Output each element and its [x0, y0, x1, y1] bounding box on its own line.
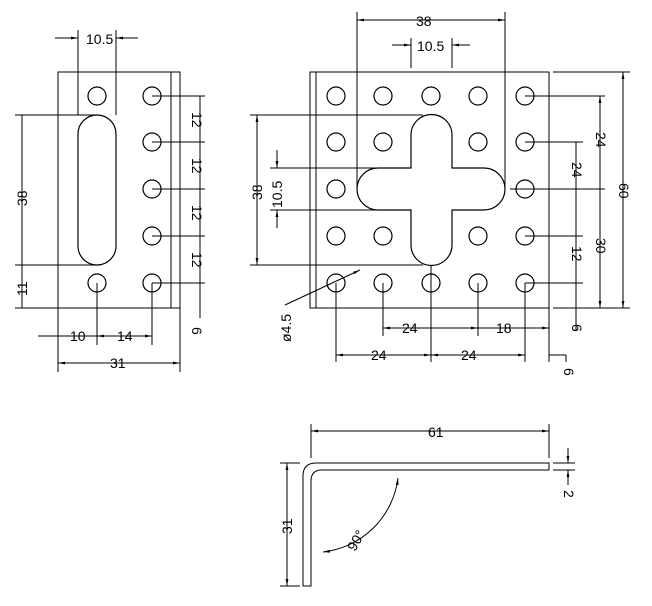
dim-pitch: 12 [189, 205, 205, 221]
dim-bottom-18: 18 [496, 320, 512, 336]
plate-outline [57, 71, 181, 309]
dim-right-30: 30 [593, 238, 609, 254]
dim-cross-width: 10.5 [417, 38, 444, 54]
slot [77, 114, 117, 266]
side-view: 61 2 31 90° [279, 424, 577, 587]
dim-pitch: 12 [189, 158, 205, 174]
dim-bottom-offset: 11 [14, 281, 30, 296]
angle-profile [302, 462, 550, 587]
dim-cross-length: 38 [416, 13, 432, 29]
dim-flange-6b: 6 [561, 368, 577, 376]
dim-top-24: 24 [593, 132, 609, 148]
dim-hole-x1: 10 [70, 328, 86, 344]
dim-height: 60 [616, 183, 632, 199]
holes [326, 86, 535, 293]
dim-right-12: 12 [569, 246, 585, 262]
dim-hole-x2: 14 [117, 328, 133, 344]
cross-cutout [356, 113, 506, 267]
dim-slot-width: 10.5 [86, 31, 113, 47]
dim-left-38: 38 [249, 184, 265, 200]
dim-flange-6a: 6 [569, 324, 585, 332]
dim-bottom-24b: 24 [371, 347, 387, 363]
plate-outline [309, 71, 550, 309]
dim-pitch: 12 [189, 112, 205, 128]
dim-flange: 6 [189, 327, 205, 335]
dim-mid-24: 24 [569, 162, 585, 178]
right-view: 38 10.5 24 24 30 60 12 6 38 10.5 24 18 2… [249, 12, 632, 376]
dim-pitch: 12 [189, 252, 205, 268]
dim-hole-diameter: ø4.5 [278, 314, 294, 342]
dimension-lines [280, 424, 575, 587]
dim-height: 31 [279, 518, 295, 534]
dim-bottom-24a: 24 [402, 320, 418, 336]
dim-slot-length: 38 [14, 190, 30, 206]
dimension-lines [250, 12, 630, 362]
left-view: 10.5 12 12 12 12 38 11 10 14 31 6 [14, 30, 205, 372]
dim-bottom-24c: 24 [461, 347, 477, 363]
dim-length: 61 [428, 424, 444, 440]
dim-width: 31 [110, 355, 126, 371]
dim-left-10-5: 10.5 [269, 181, 285, 208]
dim-thickness: 2 [561, 490, 577, 498]
dimension-lines [15, 30, 205, 372]
dim-angle: 90° [344, 527, 368, 553]
